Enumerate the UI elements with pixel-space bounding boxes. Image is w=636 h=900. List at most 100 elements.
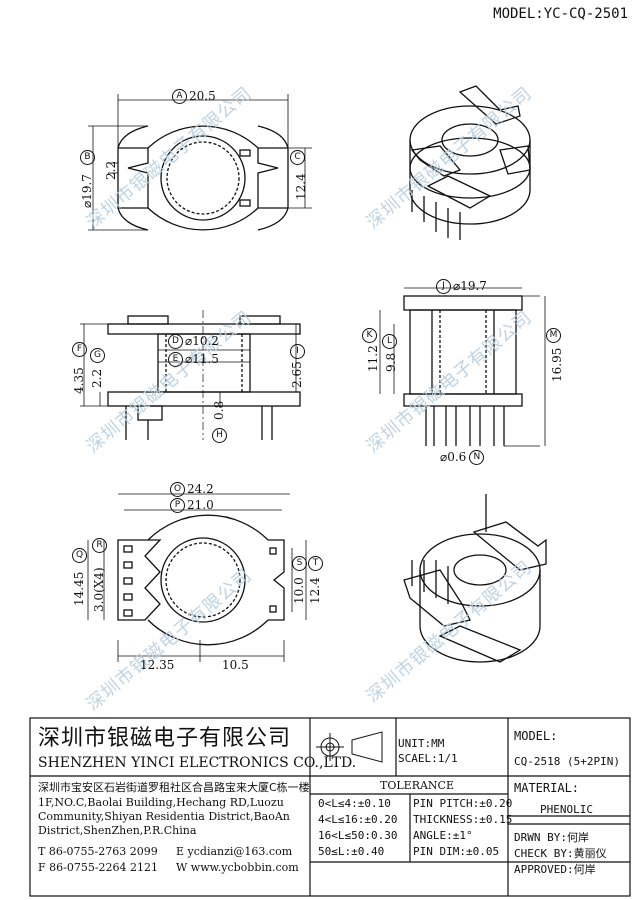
dim-k-tag: K bbox=[362, 328, 377, 343]
approved-by: APPROVED:何岸 bbox=[514, 863, 596, 876]
dim-r-tag: R bbox=[92, 538, 107, 553]
dim-l-value: 9.8 bbox=[384, 352, 398, 372]
dim-h-tag-wrap: H bbox=[212, 428, 229, 443]
tol-left-2: 4<L≤16:±0.20 bbox=[318, 813, 398, 826]
dim-c-tag-wrap: C bbox=[290, 150, 307, 165]
company-name-cn: 深圳市银磁电子有限公司 bbox=[38, 726, 292, 751]
dim-f-tag-wrap: F bbox=[72, 342, 89, 357]
dim-s-tag: S bbox=[292, 556, 307, 571]
dim-o-tag: O bbox=[170, 482, 185, 497]
address-cn: 深圳市宝安区石岩街道罗租社区合昌路宝来大厦C栋一楼 bbox=[38, 781, 310, 794]
dim-q-value: 14.45 bbox=[72, 571, 86, 606]
front-view bbox=[107, 310, 301, 440]
dim-g-tag-wrap: G bbox=[90, 348, 107, 363]
dim-m-tag-wrap: M bbox=[546, 328, 563, 343]
dim-n-value: ⌀0.6 bbox=[440, 450, 467, 464]
company-name-en: SHENZHEN YINCI ELECTRONICS CO.,LTD. bbox=[38, 755, 357, 771]
dim-p-tag: P bbox=[170, 498, 185, 513]
dim-j-tag: J bbox=[436, 279, 451, 294]
dim-e: E⌀11.5 bbox=[168, 352, 219, 367]
address-en-2: Community,Shiyan Residentia District,Bao… bbox=[38, 810, 290, 823]
dim-bottom-right: 10.5 bbox=[222, 658, 249, 672]
projection-symbol bbox=[316, 731, 383, 763]
dim-b2-value: 2.2 bbox=[104, 160, 118, 180]
iso-view-top bbox=[409, 85, 531, 240]
dim-a-value: 20.5 bbox=[189, 89, 216, 103]
dim-t-tag-wrap: T bbox=[308, 556, 325, 571]
tolerance-label: TOLERANCE bbox=[380, 779, 454, 792]
dim-r-value: 3.0(X4) bbox=[92, 567, 106, 612]
scale: SCAEL:1/1 bbox=[398, 752, 458, 765]
tol-left-1: 0<L≤4:±0.10 bbox=[318, 797, 391, 810]
dim-b-tag-wrap: B bbox=[80, 150, 97, 165]
drawn-by: DRWN BY:何岸 bbox=[514, 831, 589, 844]
dim-a-tag: A bbox=[172, 89, 187, 104]
address-en-3: District,ShenZhen,P.R.China bbox=[38, 824, 197, 837]
title-block-frame bbox=[29, 717, 631, 897]
dim-s-value: 10.0 bbox=[292, 577, 306, 604]
dim-t-tag: T bbox=[308, 556, 323, 571]
dim-h-tag: H bbox=[212, 428, 227, 443]
side-view bbox=[403, 295, 523, 446]
dim-c-tag: C bbox=[290, 150, 305, 165]
dim-e-value: ⌀11.5 bbox=[185, 352, 219, 366]
dim-g-value: 2.2 bbox=[90, 368, 104, 388]
fax: F 86-0755-2264 2121 bbox=[38, 861, 159, 874]
dim-l-tag-wrap: L bbox=[382, 334, 399, 349]
bottom-view bbox=[117, 514, 285, 646]
dim-f-value: 4.35 bbox=[72, 367, 86, 394]
dim-t-value: 12.4 bbox=[308, 577, 322, 604]
dim-b-value: ⌀19.7 bbox=[80, 174, 94, 208]
dim-h-value: 0.8 bbox=[212, 400, 226, 420]
tol-right-2: THICKNESS:±0.15 bbox=[413, 813, 513, 826]
dim-i-value: 2.65 bbox=[290, 361, 304, 388]
dim-f-tag: F bbox=[72, 342, 87, 357]
model-value: CQ-2518 (5+2PIN) bbox=[514, 755, 620, 768]
dim-j: J⌀19.7 bbox=[436, 279, 487, 294]
address-en-1: 1F,NO.C,Baolai Building,Hechang RD,Luozu bbox=[38, 796, 284, 809]
tol-left-3: 16<L≤50:0.30 bbox=[318, 829, 398, 842]
dim-r-tag-wrap: R bbox=[92, 538, 109, 553]
dim-l-tag: L bbox=[382, 334, 397, 349]
dim-d-value: ⌀10.2 bbox=[185, 334, 219, 348]
unit: UNIT:MM bbox=[398, 737, 445, 750]
model-label: MODEL: bbox=[514, 729, 558, 743]
dim-k-value: 11.2 bbox=[366, 345, 380, 372]
dim-p-value: 21.0 bbox=[187, 498, 214, 512]
material-value: PHENOLIC bbox=[540, 803, 593, 816]
website: W www.ycbobbin.com bbox=[176, 861, 299, 874]
iso-view-bottom bbox=[403, 494, 547, 663]
dim-q-tag: Q bbox=[72, 548, 87, 563]
dim-i-tag-wrap: I bbox=[290, 344, 307, 359]
dim-q-tag-wrap: Q bbox=[72, 548, 89, 563]
dim-k-tag-wrap: K bbox=[362, 328, 379, 343]
dim-d: D⌀10.2 bbox=[168, 334, 219, 349]
tol-right-4: PIN DIM:±0.05 bbox=[413, 845, 500, 858]
dim-b-tag: B bbox=[80, 150, 95, 165]
dim-bottom-left: 12.35 bbox=[140, 658, 175, 672]
dim-n-tag: N bbox=[469, 450, 485, 465]
dim-c-value: 12.4 bbox=[294, 173, 308, 200]
dim-j-value: ⌀19.7 bbox=[453, 279, 487, 293]
dim-i-tag: I bbox=[290, 344, 305, 359]
dim-s-tag-wrap: S bbox=[292, 556, 309, 571]
checked-by: CHECK BY:黄丽仪 bbox=[514, 847, 607, 860]
tol-right-1: PIN PITCH:±0.20 bbox=[413, 797, 513, 810]
dim-o-value: 24.2 bbox=[187, 482, 214, 496]
material-label: MATERIAL: bbox=[514, 781, 580, 795]
email: E ycdianzi@163.com bbox=[176, 845, 293, 858]
model-header: MODEL:YC-CQ-2501 bbox=[493, 6, 628, 22]
tol-right-3: ANGLE:±1° bbox=[413, 829, 473, 842]
tol-left-4: 50≤L:±0.40 bbox=[318, 845, 385, 858]
dim-e-tag: E bbox=[168, 352, 183, 367]
dim-m-tag: M bbox=[546, 328, 561, 343]
dim-m-value: 16.95 bbox=[550, 347, 564, 382]
top-view bbox=[117, 125, 289, 231]
dim-g-tag: G bbox=[90, 348, 105, 363]
telephone: T 86-0755-2763 2099 bbox=[38, 845, 158, 858]
